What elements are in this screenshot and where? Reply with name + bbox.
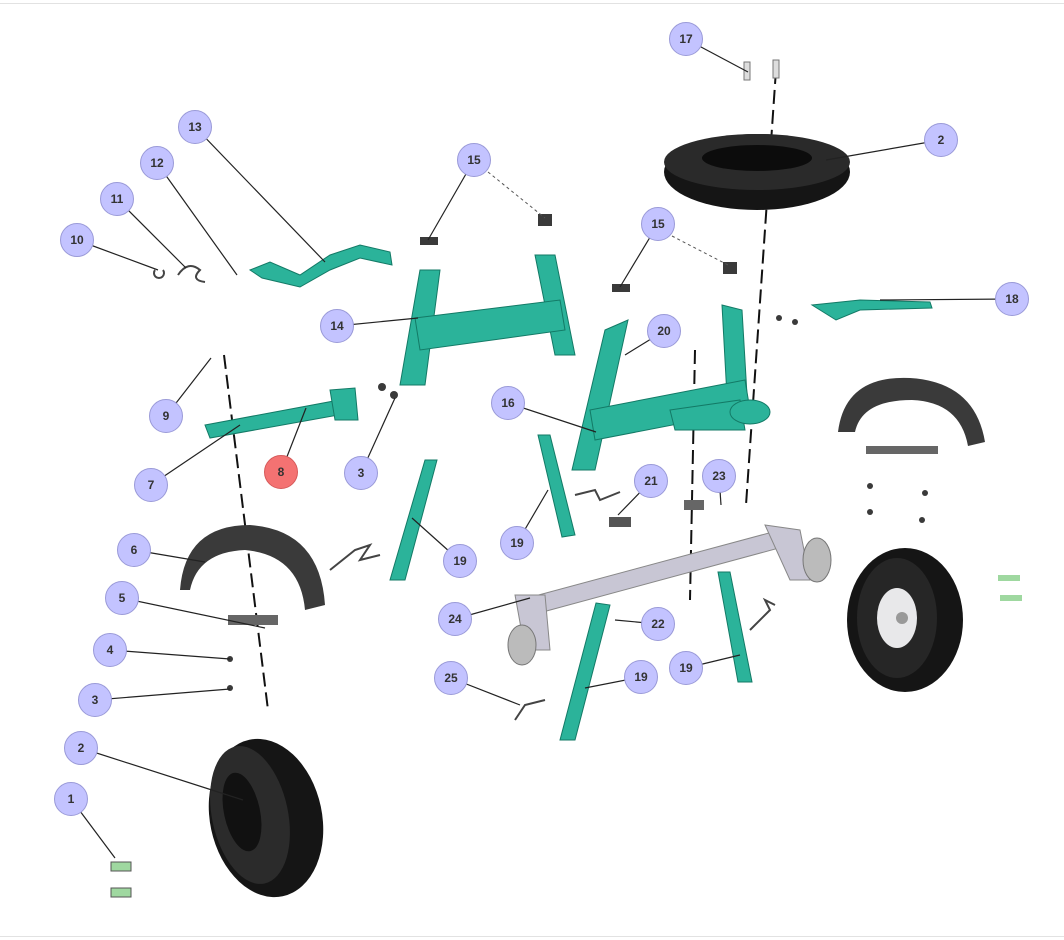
callout-3[interactable]: 3 bbox=[344, 456, 378, 490]
callout-13[interactable]: 13 bbox=[178, 110, 212, 144]
callout-4[interactable]: 4 bbox=[93, 633, 127, 667]
callout-19[interactable]: 19 bbox=[669, 651, 703, 685]
callout-14[interactable]: 14 bbox=[320, 309, 354, 343]
callout-8-selected[interactable]: 8 bbox=[264, 455, 298, 489]
axle bbox=[507, 524, 832, 666]
callout-1[interactable]: 1 bbox=[54, 782, 88, 816]
callout-17[interactable]: 17 bbox=[669, 22, 703, 56]
callout-22[interactable]: 22 bbox=[641, 607, 675, 641]
wheel-right bbox=[847, 548, 963, 692]
callout-15[interactable]: 15 bbox=[457, 143, 491, 177]
callout-2[interactable]: 2 bbox=[924, 123, 958, 157]
callout-5[interactable]: 5 bbox=[105, 581, 139, 615]
callout-11[interactable]: 11 bbox=[100, 182, 134, 216]
callout-7[interactable]: 7 bbox=[134, 468, 168, 502]
callout-21[interactable]: 21 bbox=[634, 464, 668, 498]
callout-6[interactable]: 6 bbox=[117, 533, 151, 567]
callout-10[interactable]: 10 bbox=[60, 223, 94, 257]
callout-2[interactable]: 2 bbox=[64, 731, 98, 765]
callout-group-links bbox=[487, 171, 731, 267]
callout-23[interactable]: 23 bbox=[702, 459, 736, 493]
frame-parts bbox=[204, 244, 933, 741]
fenders bbox=[180, 377, 985, 625]
wheel-left bbox=[208, 738, 324, 898]
callout-25[interactable]: 25 bbox=[434, 661, 468, 695]
callout-12[interactable]: 12 bbox=[140, 146, 174, 180]
callout-19[interactable]: 19 bbox=[624, 660, 658, 694]
callout-20[interactable]: 20 bbox=[647, 314, 681, 348]
callout-9[interactable]: 9 bbox=[149, 399, 183, 433]
callout-19[interactable]: 19 bbox=[500, 526, 534, 560]
callout-16[interactable]: 16 bbox=[491, 386, 525, 420]
callout-18[interactable]: 18 bbox=[995, 282, 1029, 316]
callout-24[interactable]: 24 bbox=[438, 602, 472, 636]
diagram-frame bbox=[0, 3, 1064, 937]
callout-15[interactable]: 15 bbox=[641, 207, 675, 241]
callout-3[interactable]: 3 bbox=[78, 683, 112, 717]
callout-19[interactable]: 19 bbox=[443, 544, 477, 578]
spare-tire bbox=[664, 134, 850, 210]
clips-and-pins bbox=[153, 265, 776, 721]
